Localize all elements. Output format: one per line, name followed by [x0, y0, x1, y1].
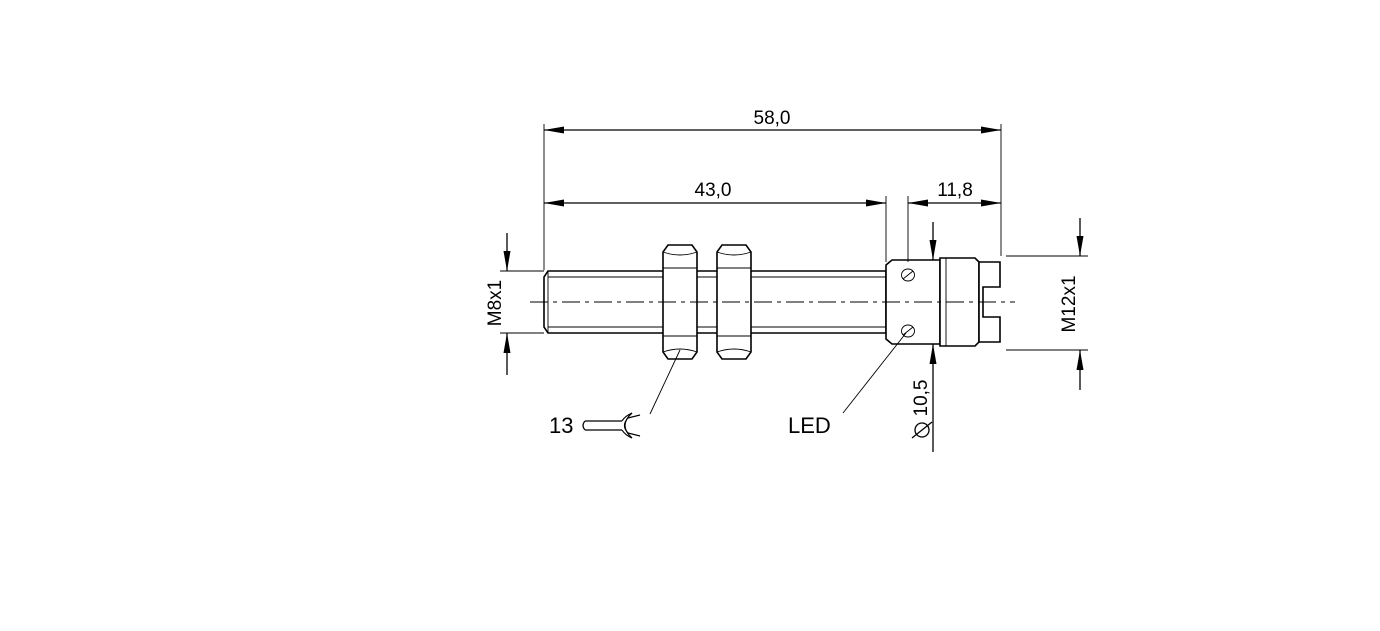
wrench-icon	[582, 412, 641, 439]
diameter-label: 10,5	[911, 380, 932, 417]
dimension-diameter: 10,5	[911, 222, 937, 452]
hex-nut-1	[662, 244, 698, 360]
connector-thread-label: M12x1	[1059, 275, 1080, 332]
thread-size-label: M8x1	[485, 280, 506, 326]
led-callout: LED	[788, 332, 907, 438]
diameter-icon	[911, 421, 933, 439]
led-label: LED	[788, 413, 831, 438]
overall-length-label: 58,0	[754, 108, 791, 129]
dimension-overall-length: 58,0	[543, 108, 1002, 270]
wrench-callout: 13	[549, 349, 681, 439]
dimension-thread-size: M8x1	[485, 233, 544, 375]
connector-length-label: 11,8	[937, 180, 973, 201]
dimension-thread-length: 43,0	[544, 180, 887, 262]
dimension-connector-length: 11,8	[907, 180, 1001, 262]
wrench-size-label: 13	[549, 413, 573, 438]
dimension-connector-thread: M12x1	[1006, 218, 1088, 390]
thread-length-label: 43,0	[695, 180, 732, 201]
